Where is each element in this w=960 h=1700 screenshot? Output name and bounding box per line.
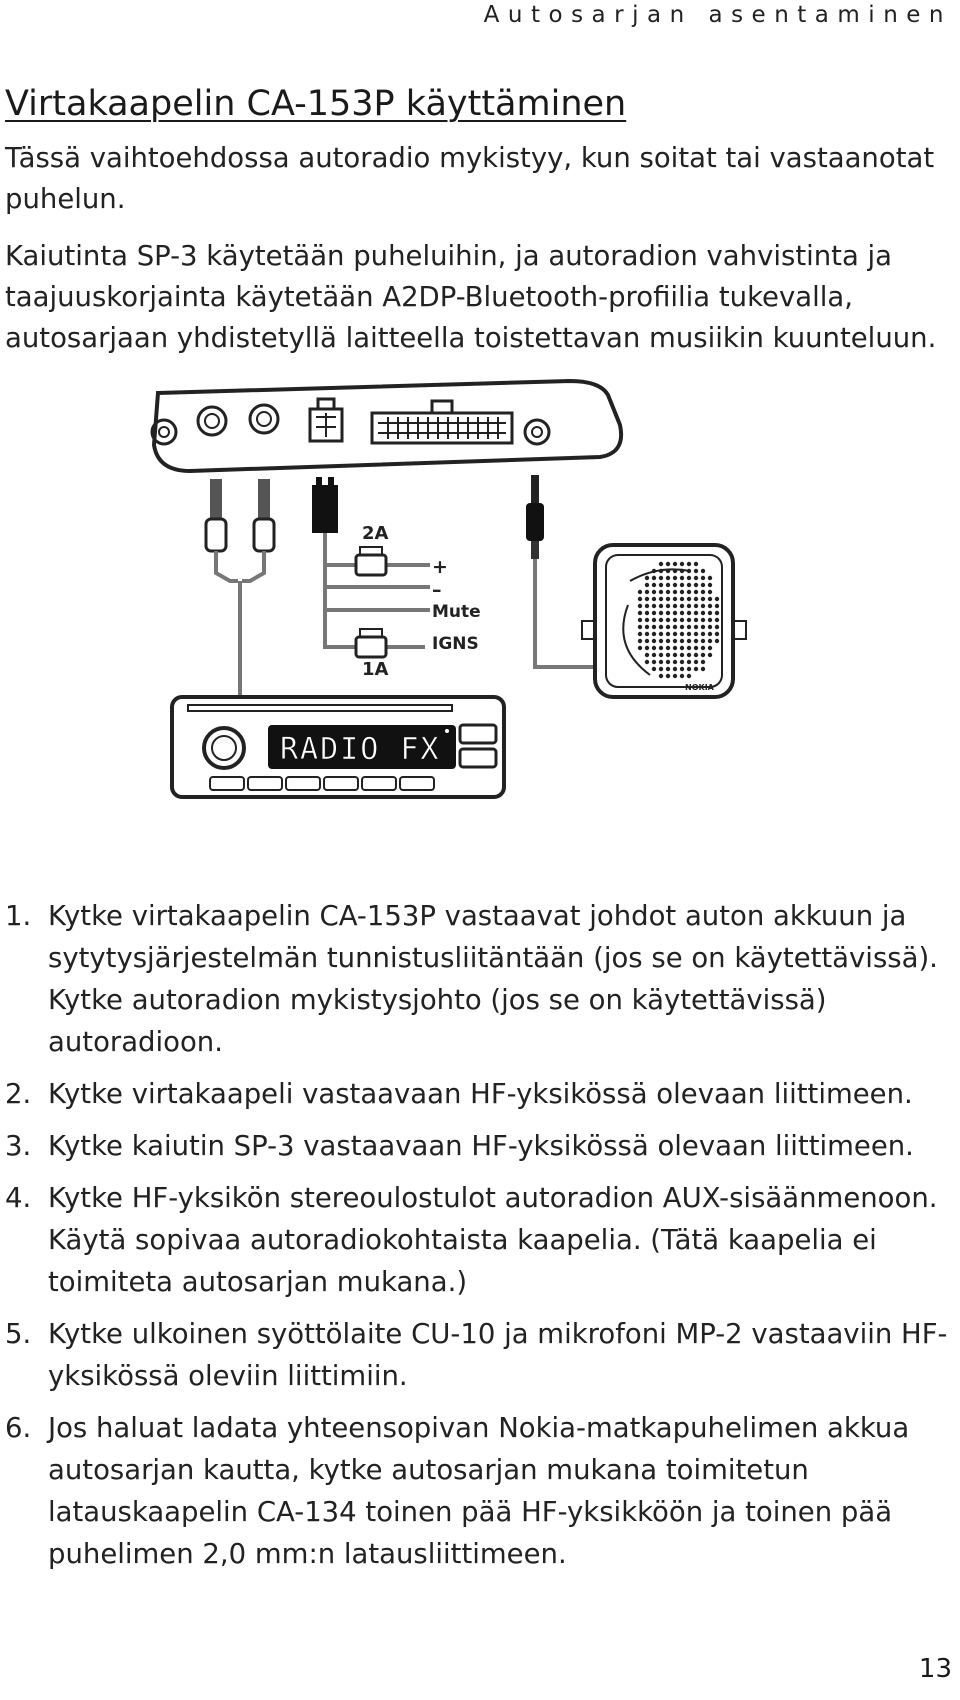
fuse-2a — [354, 553, 388, 577]
fuse-bottom-label: 1A — [362, 659, 389, 680]
step-6: 6. Jos haluat ladata yhteensopivan Nokia-… — [0, 1407, 948, 1575]
intro-paragraph-2: Kaiutinta SP-3 käytetään puheluihin, ja … — [5, 240, 937, 354]
wire-label-mute: Mute — [432, 602, 481, 622]
fuse-1a — [354, 635, 388, 659]
step-number: 5. — [5, 1318, 32, 1350]
step-text: Kytke virtakaapeli vastaavaan HF-yksikös… — [48, 1078, 913, 1110]
step-text: Kytke ulkoinen syöttölaite CU-10 ja mikr… — [48, 1318, 948, 1392]
speaker-brand-label: NOKIA — [685, 683, 715, 692]
step-text: Kytke HF-yksikön stereoulostulot autorad… — [48, 1182, 938, 1298]
wire-label-plus: + — [432, 556, 448, 578]
step-text: Jos haluat ladata yhteensopivan Nokia-ma… — [48, 1412, 910, 1570]
step-number: 1. — [5, 900, 32, 932]
step-number: 6. — [5, 1412, 32, 1444]
car-radio — [170, 695, 506, 799]
power-connector — [312, 477, 338, 533]
wire-label-igns: IGNS — [432, 634, 479, 654]
speaker-grille — [637, 561, 720, 679]
speaker-jack — [526, 475, 544, 559]
step-5: 5. Kytke ulkoinen syöttölaite CU-10 ja mi… — [0, 1313, 948, 1397]
step-number: 3. — [5, 1130, 32, 1162]
installation-steps: 1. Kytke virtakaapelin CA-153P vastaavat … — [0, 895, 960, 1585]
step-number: 4. — [5, 1182, 32, 1214]
step-1: 1. Kytke virtakaapelin CA-153P vastaavat … — [0, 895, 948, 1063]
speaker-sp3 — [581, 543, 747, 699]
radio-display-text: RADIO FX — [280, 732, 441, 767]
step-3: 3. Kytke kaiutin SP-3 vastaavaan HF-yksik… — [0, 1125, 948, 1167]
rca-plugs — [204, 479, 276, 553]
wire-label-minus: – — [432, 579, 442, 601]
step-2: 2. Kytke virtakaapeli vastaavaan HF-yksik… — [0, 1073, 948, 1115]
step-text: Kytke kaiutin SP-3 vastaavaan HF-yksikös… — [48, 1130, 914, 1162]
step-text: Kytke virtakaapelin CA-153P vastaavat jo… — [48, 900, 938, 1058]
step-number: 2. — [5, 1078, 32, 1110]
running-header: Autosarjan asentaminen — [483, 2, 952, 28]
page-number: 13 — [918, 1654, 952, 1684]
hf-unit — [150, 378, 623, 474]
section-title: Virtakaapelin CA-153P käyttäminen — [5, 84, 627, 124]
step-4: 4. Kytke HF-yksikön stereoulostulot autor… — [0, 1177, 948, 1303]
wiring-diagram: 2A 1A + – Mute IGNS NOKIA RADIO FX — [150, 378, 747, 799]
fuse-top-label: 2A — [362, 523, 389, 544]
intro-paragraph-1: Tässä vaihtoehdossa autoradio mykistyy, … — [5, 142, 935, 215]
